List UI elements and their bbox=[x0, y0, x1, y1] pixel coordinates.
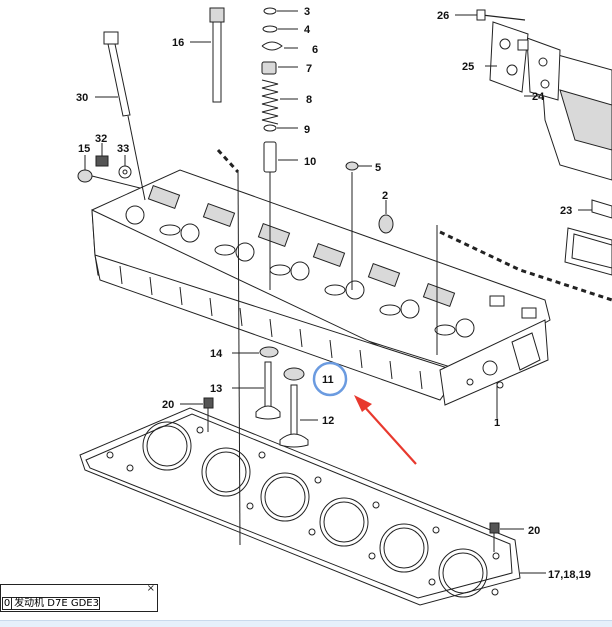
callout-30: 30 bbox=[76, 92, 88, 104]
part-2-plug bbox=[378, 200, 394, 234]
manifold-assembly bbox=[439, 9, 612, 302]
callout-6: 6 bbox=[312, 44, 318, 56]
part-13-valve bbox=[232, 361, 281, 420]
head-ribs bbox=[119, 265, 423, 390]
callout-26: 26 bbox=[437, 10, 449, 22]
callout-8: 8 bbox=[306, 94, 312, 106]
part-15-plug bbox=[77, 155, 141, 189]
part-3-valve-cotter bbox=[263, 7, 298, 15]
callout-32: 32 bbox=[95, 133, 107, 145]
info-engine-name: 发动机 D7E GDE3 bbox=[14, 598, 99, 609]
part-7-spring-retainer bbox=[261, 61, 298, 75]
callout-5: 5 bbox=[375, 162, 381, 174]
callout-25: 25 bbox=[462, 61, 474, 73]
callout-33: 33 bbox=[117, 143, 129, 155]
part-8-valve-spring bbox=[261, 79, 298, 125]
info-box: × 0 发动机 D7E GDE3 bbox=[0, 583, 158, 612]
part-11-valve-seat bbox=[283, 367, 305, 381]
callout-3: 3 bbox=[304, 6, 310, 18]
part-30-bolt bbox=[95, 31, 146, 201]
part-10-valve-guide bbox=[263, 141, 298, 290]
info-row[interactable]: 0 发动机 D7E GDE3 bbox=[2, 597, 100, 610]
part-12-valve bbox=[279, 384, 318, 448]
callout-12: 12 bbox=[322, 415, 334, 427]
part-33-washer bbox=[118, 155, 132, 179]
gasket-holes bbox=[106, 426, 500, 596]
head-gasket bbox=[79, 407, 521, 606]
part-32-screw bbox=[95, 143, 109, 167]
part-20-dowel-left bbox=[180, 397, 214, 432]
part-20-dowel-right bbox=[489, 522, 524, 552]
callout-20-right: 20 bbox=[528, 525, 540, 537]
callout-4: 4 bbox=[304, 24, 311, 36]
part-4-washer bbox=[262, 25, 298, 33]
callout-20-left: 20 bbox=[162, 399, 174, 411]
red-arrow bbox=[354, 395, 417, 465]
callout-11: 11 bbox=[322, 374, 334, 386]
callout-14: 14 bbox=[210, 348, 223, 360]
part-14-valve-seal bbox=[232, 346, 279, 358]
part-9-seal bbox=[263, 124, 298, 132]
callout-17-18-19: 17,18,19 bbox=[548, 569, 591, 581]
callout-13: 13 bbox=[210, 383, 222, 395]
part-16-bolt bbox=[190, 7, 241, 546]
callout-1: 1 bbox=[494, 417, 500, 429]
part-6-clip bbox=[261, 41, 298, 51]
callout-23: 23 bbox=[560, 205, 572, 217]
info-index: 0 bbox=[3, 598, 13, 609]
part-5-plug bbox=[345, 161, 372, 290]
cylinder-head bbox=[91, 169, 551, 406]
callout-7: 7 bbox=[306, 63, 312, 75]
callout-24: 24 bbox=[532, 91, 545, 103]
head-top-details bbox=[125, 184, 537, 338]
callout-16: 16 bbox=[172, 37, 184, 49]
bottom-bar bbox=[0, 620, 612, 627]
callout-15: 15 bbox=[78, 143, 90, 155]
callout-10: 10 bbox=[304, 156, 316, 168]
callout-9: 9 bbox=[304, 124, 310, 136]
callout-2: 2 bbox=[382, 190, 388, 202]
close-icon[interactable]: × bbox=[146, 583, 155, 594]
highlight-circle bbox=[312, 361, 348, 397]
